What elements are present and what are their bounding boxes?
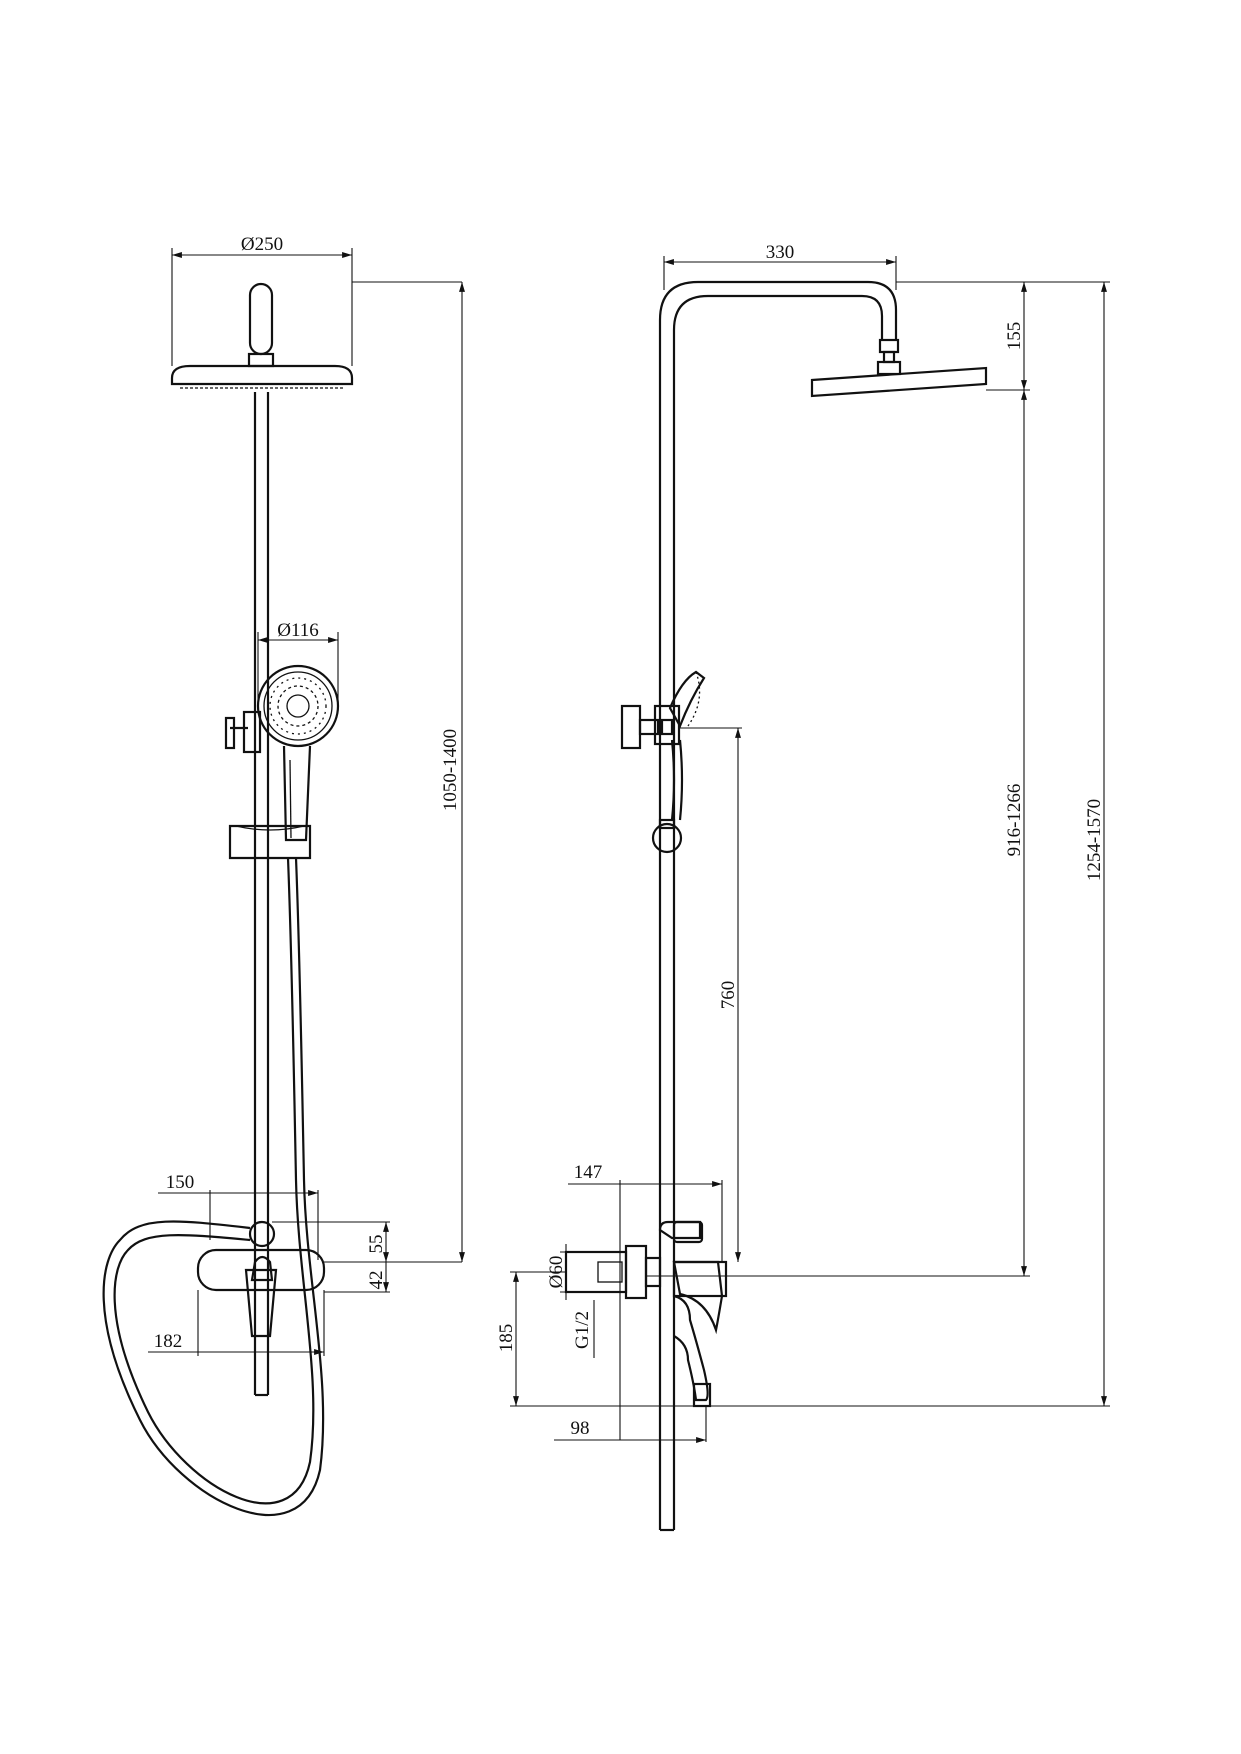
diverter-knob xyxy=(224,710,262,754)
label-arm-reach: 330 xyxy=(766,242,795,263)
mixer-side xyxy=(564,1220,728,1408)
riser-pipe xyxy=(658,280,898,1532)
slide-holder xyxy=(228,824,312,860)
label-hand-height: 760 xyxy=(718,981,739,1010)
label-42: 42 xyxy=(366,1271,387,1290)
label-height-range: 1050-1400 xyxy=(440,729,461,811)
slide-holder-side xyxy=(651,818,683,854)
label-total-height: 1254-1570 xyxy=(1084,799,1105,881)
dimension-arm-reach: 330 xyxy=(663,242,897,290)
dimension-spout-height: 185 xyxy=(496,1271,1110,1407)
mixer-body xyxy=(196,1220,326,1338)
side-view: 330 155 916-1266 1254-1570 760 xyxy=(496,242,1110,1532)
dimension-thread: G1/2 xyxy=(572,1300,595,1358)
dimension-head-height: 916-1266 xyxy=(646,390,1030,1277)
label-rain-diameter: Ø250 xyxy=(241,234,283,255)
hand-shower xyxy=(256,664,340,842)
hand-shower-side xyxy=(668,670,706,821)
label-hand-diameter: Ø116 xyxy=(277,620,319,641)
front-view: Ø250 Ø116 1050-1400 150 182 xyxy=(102,234,465,1516)
dimension-hand-diameter: Ø116 xyxy=(257,620,339,706)
hose xyxy=(102,857,325,1516)
rain-head-side xyxy=(810,338,988,398)
label-mixer-width: 150 xyxy=(166,1172,195,1193)
dimension-mixer-depth: 147 xyxy=(568,1162,723,1440)
dimension-rain-diameter: Ø250 xyxy=(171,234,353,366)
dimension-55-42: 55 42 xyxy=(272,1221,390,1293)
label-55: 55 xyxy=(366,1235,387,1254)
rain-shower-head xyxy=(170,282,354,389)
dimension-head-drop: 155 xyxy=(896,281,1110,391)
label-mixer-depth: 147 xyxy=(574,1162,603,1183)
dimension-spout-reach: 98 xyxy=(554,1406,707,1443)
label-spout-height: 185 xyxy=(496,1324,517,1353)
label-spout-width: 182 xyxy=(154,1331,183,1352)
label-spout-reach: 98 xyxy=(571,1418,590,1439)
label-head-drop: 155 xyxy=(1004,322,1025,351)
slide-rail xyxy=(253,392,270,1397)
dimension-height-range: 1050-1400 xyxy=(324,281,465,1263)
dimension-spout-width: 182 xyxy=(148,1290,325,1356)
label-thread: G1/2 xyxy=(572,1311,593,1349)
dimension-total-height: 1254-1570 xyxy=(1084,282,1107,1406)
dimension-mixer-width: 150 xyxy=(158,1172,319,1260)
label-head-height: 916-1266 xyxy=(1004,784,1025,857)
dimension-hand-height: 760 xyxy=(680,727,742,1262)
diverter-side xyxy=(620,704,681,750)
